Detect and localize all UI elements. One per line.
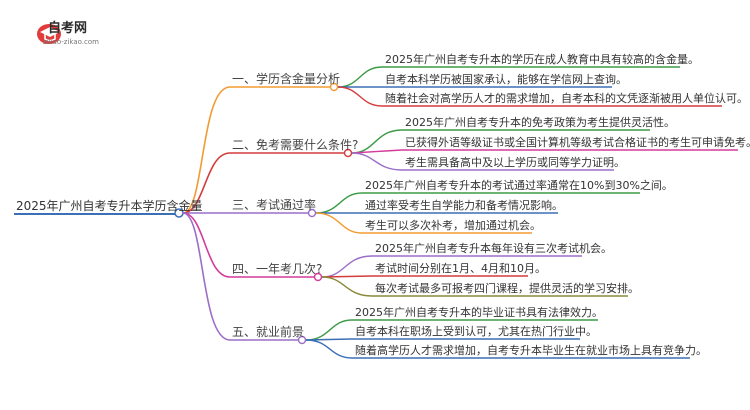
trunk-link-5	[182, 212, 231, 341]
branch-label-4: 四、一年考几次?	[232, 262, 323, 276]
branch-label-2: 二、免考需要什么条件?	[232, 138, 359, 152]
branch-dot-1	[329, 82, 339, 92]
branch-label-5: 五、就业前景	[232, 325, 305, 339]
leaf-link-5-3	[305, 339, 690, 359]
branch-label-1: 一、学历含金量分析	[232, 72, 341, 86]
leaf-1-1: 2025年广州自考专升本的学历在成人教育中具有较高的含金量。	[385, 53, 699, 66]
branch-dot-4	[313, 272, 323, 282]
leaf-2-1: 2025年广州自考专升本的免考政策为考生提供灵活性。	[405, 116, 675, 129]
trunk-link-2	[182, 152, 231, 214]
leaf-link-3-3	[315, 212, 532, 234]
leaf-link-1-3	[337, 86, 722, 107]
leaf-link-1-1	[337, 66, 680, 88]
graduation-cap-icon	[37, 24, 61, 44]
trunk-link-1	[182, 86, 231, 214]
branch-dot-2	[343, 148, 353, 158]
branch-label-3: 三、考试通过率	[232, 198, 317, 212]
branch-dot-3	[307, 208, 317, 218]
leaf-link-2-3	[351, 152, 614, 171]
leaf-1-2: 自考本科学历被国家承认，能够在学信网上查询。	[385, 73, 627, 86]
leaf-1-3: 随着社会对高学历人才的需求增加，自考本科的文凭逐渐被用人单位认可。	[385, 92, 748, 105]
leaf-4-1: 2025年广州自考专升本每年设有三次考试机会。	[375, 242, 612, 255]
leaf-5-2: 自考本科在职场上受到认可，尤其在热门行业中。	[355, 325, 597, 338]
trunk-link-4	[182, 212, 231, 278]
leaf-3-3: 考生可以多次补考，增加通过机会。	[365, 219, 541, 232]
branch-dot-5	[297, 335, 307, 345]
leaf-3-2: 通过率受考生自学能力和备考情况影响。	[365, 199, 563, 212]
leaf-link-4-2	[321, 275, 528, 278]
leaf-link-5-2	[305, 338, 580, 341]
leaf-link-2-2	[351, 149, 738, 154]
site-logo[interactable]	[34, 18, 154, 48]
logo-subtitle: zikao-zikao.com	[43, 38, 99, 46]
leaf-4-3: 每次考试最多可报考四门课程，提供灵活的学习安排。	[375, 282, 639, 295]
leaf-5-3: 随着高学历人才需求增加，自考专升本毕业生在就业市场上具有竞争力。	[355, 344, 707, 357]
leaf-2-2: 已获得外语等级证书或全国计算机等级考试合格证书的考生可申请免考。	[405, 136, 750, 149]
leaf-3-1: 2025年广州自考专升本的考试通过率通常在10%到30%之间。	[365, 179, 673, 192]
leaf-5-1: 2025年广州自考专升本的毕业证书具有法律效力。	[355, 306, 603, 319]
leaf-2-3: 考生需具备高中及以上学历或同等学力证明。	[405, 156, 625, 169]
mindmap-root: 2025年广州自考专升本学历含金量	[16, 199, 203, 213]
leaf-4-2: 考试时间分别在1月、4月和10月。	[375, 262, 546, 275]
logo-title: 自考网	[48, 21, 88, 36]
leaf-link-4-3	[321, 276, 628, 297]
